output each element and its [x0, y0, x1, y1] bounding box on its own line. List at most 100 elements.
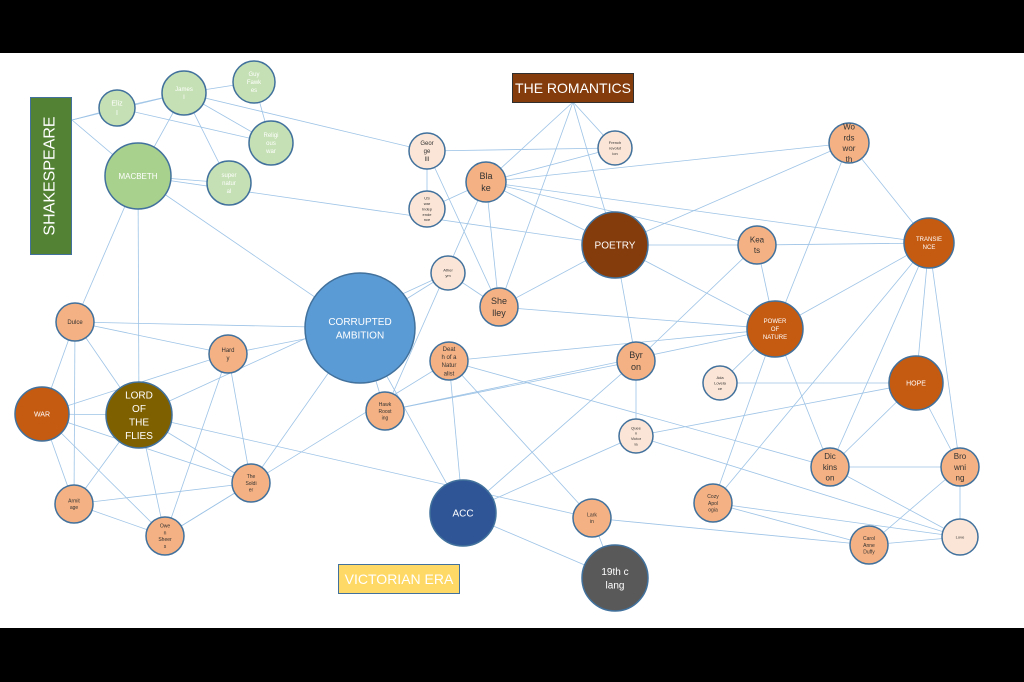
edge-power-shelley	[498, 306, 776, 330]
node-circle	[828, 122, 870, 164]
node-circle	[232, 60, 276, 104]
node-circle	[849, 525, 889, 565]
edge-power-death	[448, 328, 776, 362]
node-circle	[941, 518, 979, 556]
node-circle	[903, 217, 955, 269]
edge-transience-browning	[928, 242, 961, 468]
node-circle	[702, 365, 738, 401]
node-label: WAR	[34, 411, 50, 418]
node-circle	[55, 302, 95, 342]
node-acc[interactable]: ACC	[429, 479, 497, 547]
node-label: POETRY	[595, 241, 636, 252]
node-circle	[408, 190, 446, 228]
edge-byron-hawk	[384, 360, 637, 412]
edge-keats-byron	[635, 244, 758, 362]
edge-transience-dickinson	[829, 242, 930, 468]
node-circle	[429, 479, 497, 547]
node-circle	[208, 334, 248, 374]
edges	[41, 81, 961, 579]
node-macbeth[interactable]: MACBETH	[104, 142, 172, 210]
edge-dickinson-love	[829, 466, 961, 538]
node-circle	[693, 483, 733, 523]
edge-transience-cozy	[712, 242, 930, 504]
node-label: Dulce	[67, 320, 83, 326]
node-hope[interactable]: HOPE	[888, 355, 944, 411]
edge-dulce-armit	[73, 321, 76, 505]
edge-blake-hawk	[384, 181, 487, 412]
node-war[interactable]: WAR	[14, 386, 70, 442]
node-dulce[interactable]: Dulce	[55, 302, 95, 342]
edge-macbeth-lotf	[137, 175, 140, 416]
edge-blake-shelley	[485, 181, 500, 308]
node-circle	[940, 447, 980, 487]
node-love[interactable]: Love	[941, 518, 979, 556]
node-circle	[145, 516, 185, 556]
victorian-title-box: VICTORIAN ERA	[338, 564, 460, 594]
edge-hardy-soldier	[227, 353, 252, 484]
node-circle	[54, 484, 94, 524]
edge-wordsworth-poetry	[614, 142, 850, 246]
edge-war-owen	[41, 413, 166, 537]
romantics-title: THE ROMANTICS	[515, 80, 631, 96]
node-circle	[14, 386, 70, 442]
victorian-title: VICTORIAN ERA	[344, 571, 454, 587]
node-circle	[206, 160, 252, 206]
node-circle	[616, 341, 656, 381]
node-circle	[161, 70, 207, 116]
node-circle	[365, 391, 405, 431]
node-poetry[interactable]: POETRY	[581, 211, 649, 279]
node-label: MACBETH	[118, 172, 157, 181]
edge-keats-transience	[756, 242, 930, 246]
edge-cozy-carol	[712, 502, 870, 546]
edge-carol-browning	[868, 466, 961, 546]
node-circle	[581, 544, 649, 612]
